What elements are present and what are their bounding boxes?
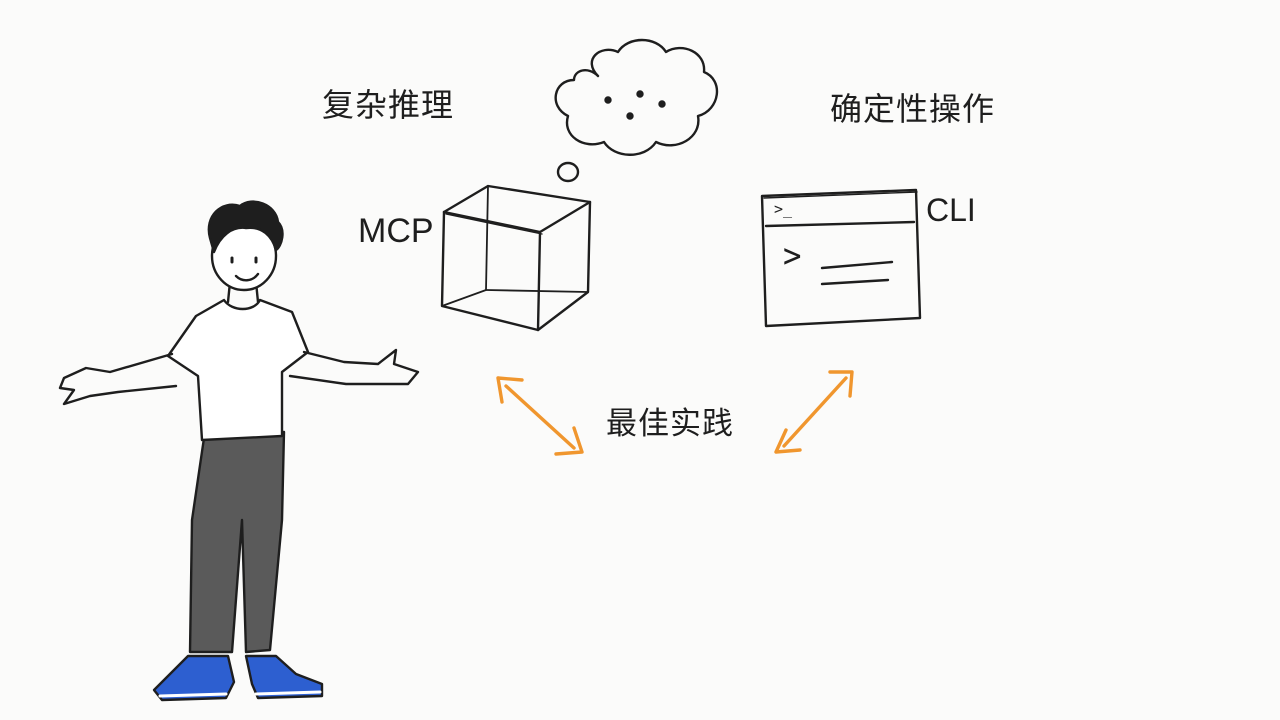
thought-cloud-icon xyxy=(554,38,719,183)
best-practice-label: 最佳实践 xyxy=(606,406,734,442)
person-illustration xyxy=(58,200,420,702)
terminal-prompt-text: >_ xyxy=(774,200,793,218)
cube-icon xyxy=(440,184,592,332)
terminal-caret-text: > xyxy=(783,236,802,276)
cli-label: CLI xyxy=(926,192,976,228)
terminal-window-icon xyxy=(760,188,922,328)
double-arrow-icon xyxy=(496,376,584,456)
complex-reasoning-label: 复杂推理 xyxy=(322,86,455,124)
deterministic-ops-label: 确定性操作 xyxy=(830,90,996,128)
mcp-label: MCP xyxy=(358,212,434,250)
double-arrow-icon xyxy=(774,370,854,454)
